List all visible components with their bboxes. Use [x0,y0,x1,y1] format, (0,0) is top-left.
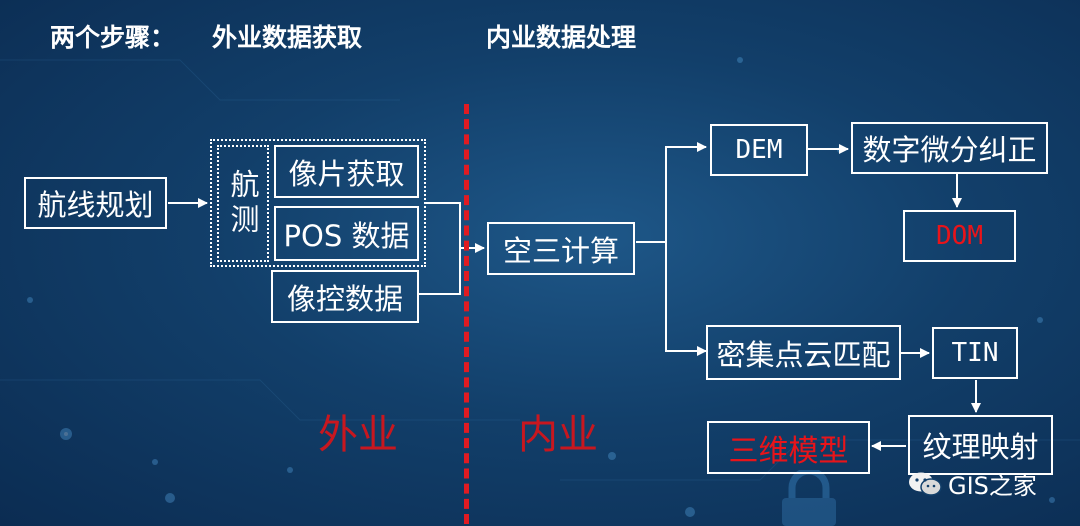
survey-group-frame [210,139,426,267]
node-control-data: 像控数据 [271,270,419,323]
node-image-capture: 像片获取 [274,145,419,198]
line-control-to-aerotri [419,248,461,295]
lock-icon [782,470,836,526]
node-dom: DOM [903,210,1016,262]
node-pos-data: POS 数据 [274,206,419,261]
field-step-title: 外业数据获取 [212,23,363,52]
node-digital-rectification: 数字微分纠正 [851,122,1048,174]
node-dense-matching: 密集点云匹配 [706,325,901,380]
node-route-planning: 航线规划 [24,177,167,229]
node-aerotriangulation: 空三计算 [487,222,635,275]
aerial-survey-label: 航测 [226,168,260,239]
node-aerial-survey: 航测 [217,145,269,262]
wechat-icon [909,472,942,496]
steps-label: 两个步骤： [50,23,176,52]
zone-field-label: 外业 [318,412,398,458]
watermark: GIS之家 [908,466,1037,501]
arrow-aerotri-to-dem [636,142,707,243]
office-step-title: 内业数据处理 [486,23,637,52]
zone-office-label: 内业 [518,412,598,458]
node-dem: DEM [710,124,808,176]
arrow-survey-to-aerotri [425,202,485,253]
watermark-text: GIS之家 [948,472,1037,500]
node-texture-mapping: 纹理映射 [908,415,1053,475]
arrow-aerotri-to-dense [665,242,707,356]
field-office-divider [464,104,469,524]
node-tin: TIN [932,327,1018,379]
node-3d-model: 三维模型 [707,421,870,474]
